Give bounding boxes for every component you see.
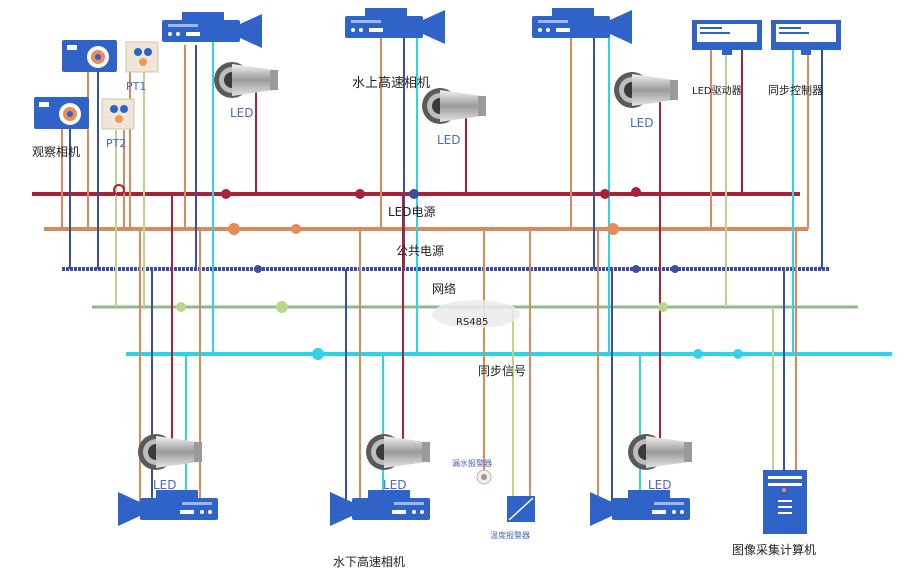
bottom-camera-1-icon <box>118 490 218 526</box>
computer-tower-icon <box>763 470 807 534</box>
bottom-camera-3-icon <box>590 490 690 526</box>
top-led-1-icon <box>214 62 278 98</box>
rs485-label: RS485 <box>456 317 489 328</box>
observe-camera-1-icon <box>62 40 117 72</box>
bottom-led-1-label: LED <box>153 478 177 492</box>
top-camera-3-icon <box>532 8 632 44</box>
sync-signal-label: 同步信号 <box>478 364 527 378</box>
bottom-led-3-label: LED <box>648 478 672 492</box>
top-led-3-label: LED <box>630 116 654 130</box>
top-led-2-label: LED <box>437 133 461 147</box>
led-driver-label: LED驱动器 <box>692 86 742 97</box>
top-led-3-icon <box>614 72 678 108</box>
led-driver-icon <box>692 20 762 55</box>
vertical-wires <box>61 30 823 505</box>
bottom-led-2-label: LED <box>383 478 407 492</box>
led-power-label: LED电源 <box>388 205 436 219</box>
pt2-label: PT2 <box>106 137 127 150</box>
pt1-label: PT1 <box>126 80 147 93</box>
top-led-1-label: LED <box>230 106 254 120</box>
image-computer-label: 图像采集计算机 <box>732 543 817 557</box>
temp-alarm-icon <box>507 496 535 522</box>
above-water-camera-label: 水上高速相机 <box>352 76 431 91</box>
network-label: 网络 <box>432 282 457 296</box>
observe-camera-2-icon <box>34 97 89 129</box>
public-power-label: 公共电源 <box>396 244 445 258</box>
sync-controller-icon <box>771 20 841 55</box>
temp-alarm-label: 温度报警器 <box>490 531 530 540</box>
rs485-bubble <box>432 300 520 328</box>
bottom-led-2-icon <box>366 434 430 470</box>
junction-dots <box>113 184 743 360</box>
bottom-led-1-icon <box>138 434 202 470</box>
leak-alarm-label: 漏水报警器 <box>452 459 492 468</box>
top-led-2-icon <box>422 88 486 124</box>
pt1-icon <box>125 41 159 73</box>
bottom-led-3-icon <box>628 434 692 470</box>
sync-controller-label: 同步控制器 <box>768 84 823 97</box>
top-camera-2-icon <box>345 8 445 44</box>
pt2-icon <box>101 98 135 130</box>
leak-alarm-icon <box>476 469 492 485</box>
observe-camera-label: 观察相机 <box>32 145 81 159</box>
underwater-camera-label: 水下高速相机 <box>333 555 406 569</box>
